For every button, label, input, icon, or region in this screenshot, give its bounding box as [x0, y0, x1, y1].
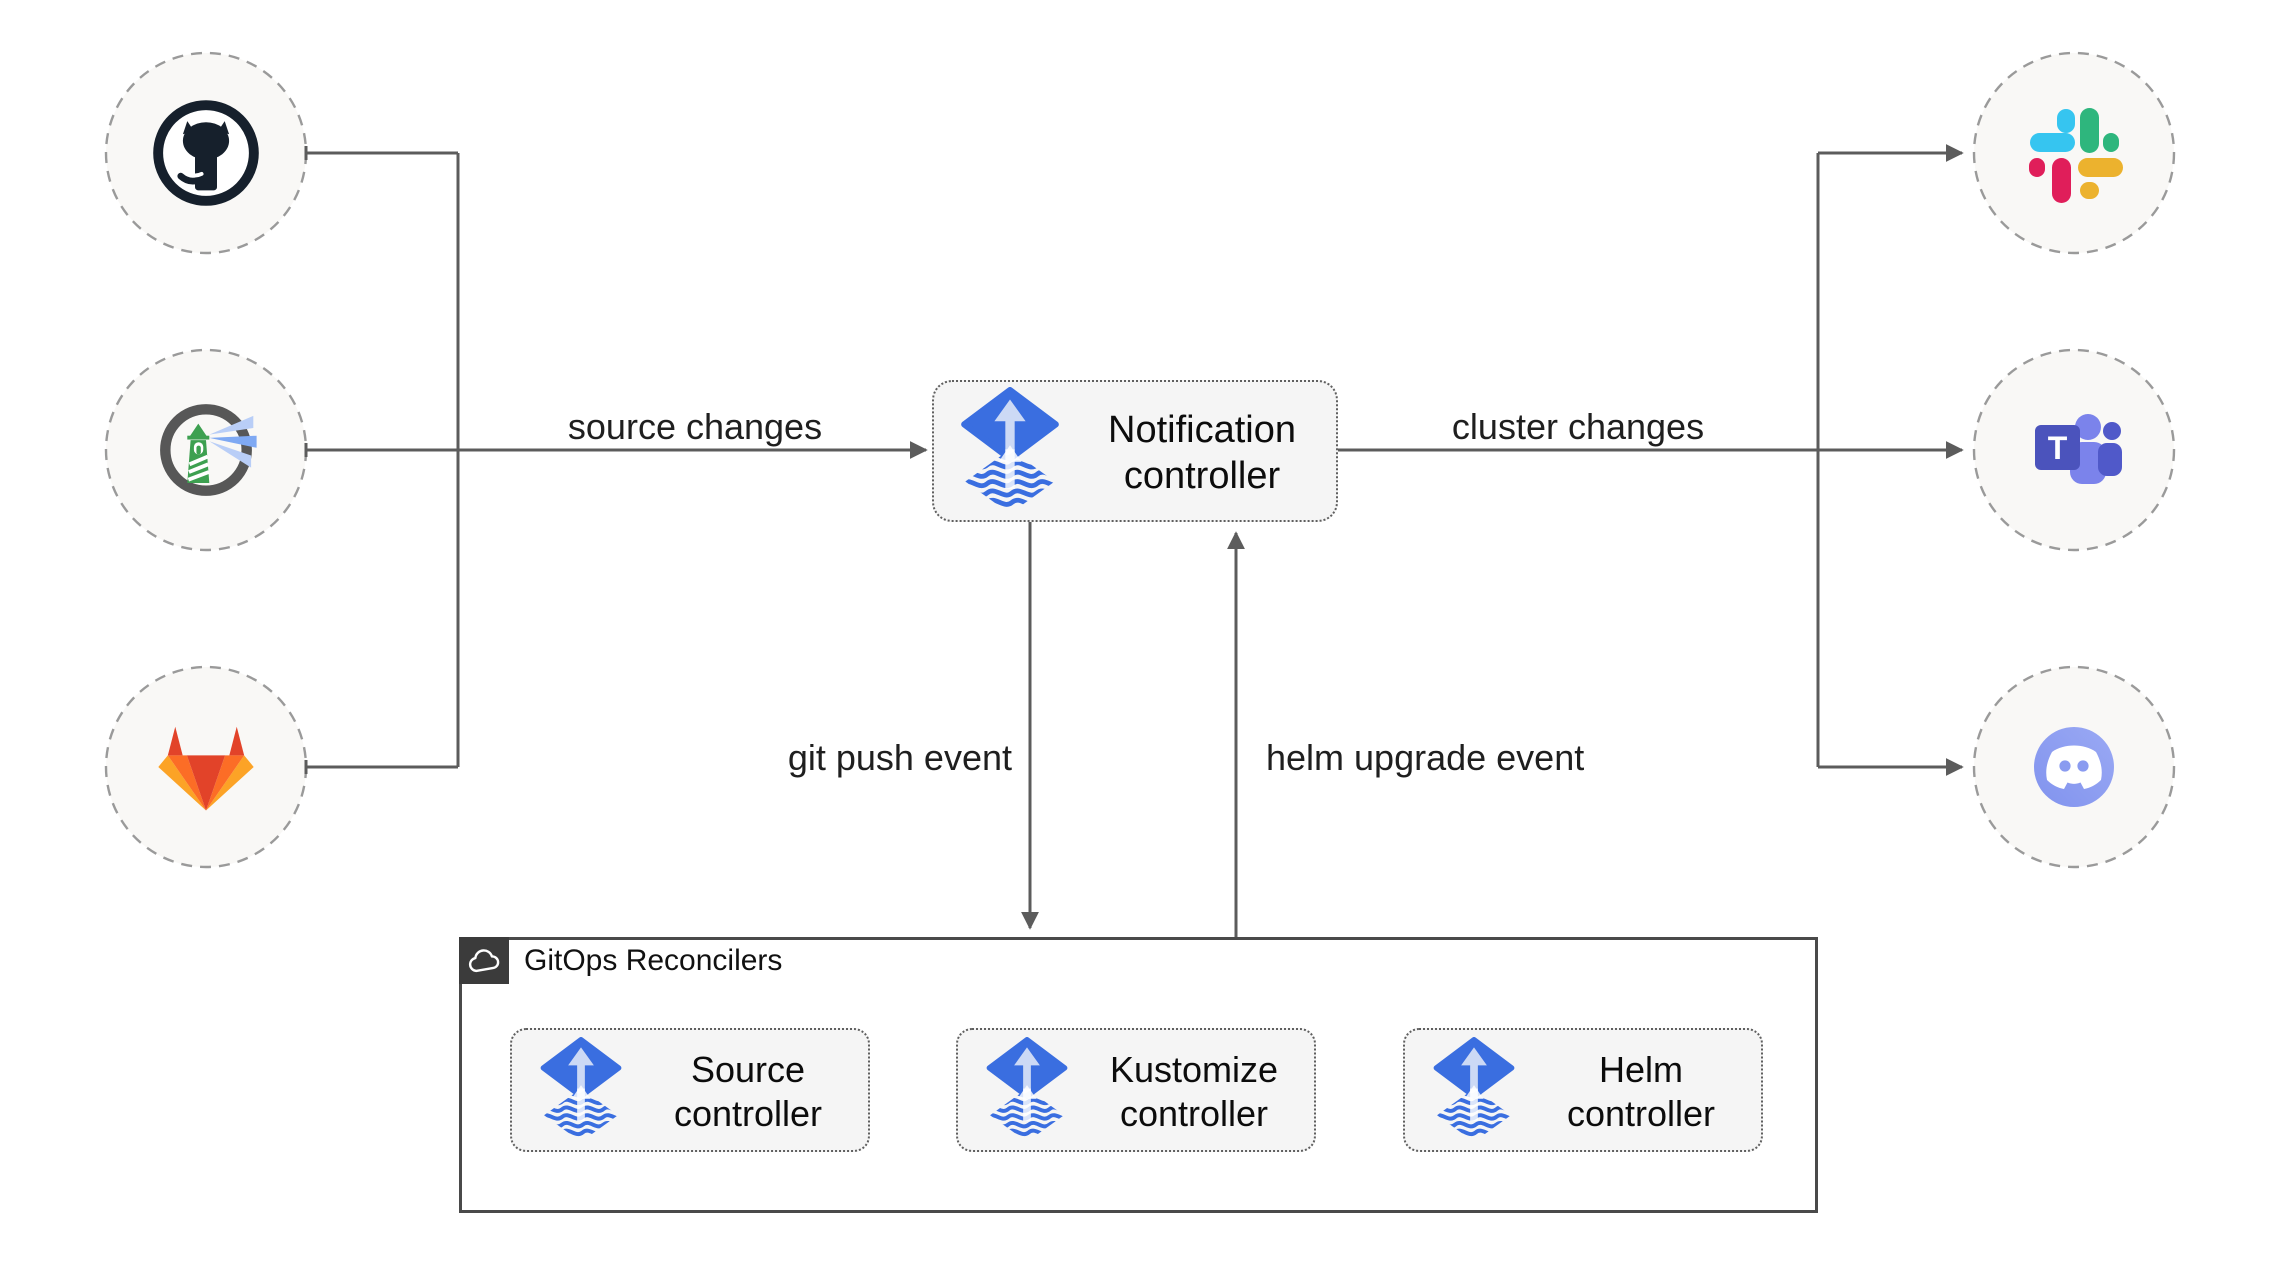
github-icon: [153, 100, 259, 206]
flux-icon: [1431, 1037, 1517, 1147]
flux-icon: [538, 1037, 624, 1147]
helm-controller-node: Helm controller: [1403, 1028, 1763, 1152]
harbor-icon: [160, 404, 257, 496]
flux-icon: [958, 387, 1062, 520]
edge-label-source-changes: source changes: [567, 406, 823, 447]
edge-label-helm-upgrade-event: helm upgrade event: [1266, 737, 1585, 778]
source-controller-label: Source controller: [673, 1049, 823, 1134]
source-controller-node: Source controller: [510, 1028, 870, 1152]
gitops-badge: [459, 937, 509, 984]
kustomize-controller-label: Kustomize controller: [1109, 1049, 1279, 1134]
kustomize-controller-node: Kustomize controller: [956, 1028, 1316, 1152]
gitlab-icon: [158, 726, 254, 811]
helm-controller-label: Helm controller: [1566, 1049, 1716, 1134]
slack-icon: [2029, 108, 2123, 203]
cloud-icon: [468, 948, 500, 972]
edge-label-git-push-event: git push event: [787, 737, 1012, 778]
discord-icon: [2034, 727, 2114, 807]
flux-icon: [984, 1037, 1070, 1147]
edge-label-cluster-changes: cluster changes: [1451, 406, 1705, 447]
svg-text:T: T: [2048, 430, 2068, 466]
slack-halo: [1972, 51, 2176, 255]
gitops-reconcilers-title: GitOps Reconcilers: [524, 943, 783, 977]
teams-icon: T: [2035, 414, 2122, 484]
notification-controller-label: Notification controller: [1108, 408, 1296, 497]
notification-controller-node: Notification controller: [932, 380, 1338, 522]
